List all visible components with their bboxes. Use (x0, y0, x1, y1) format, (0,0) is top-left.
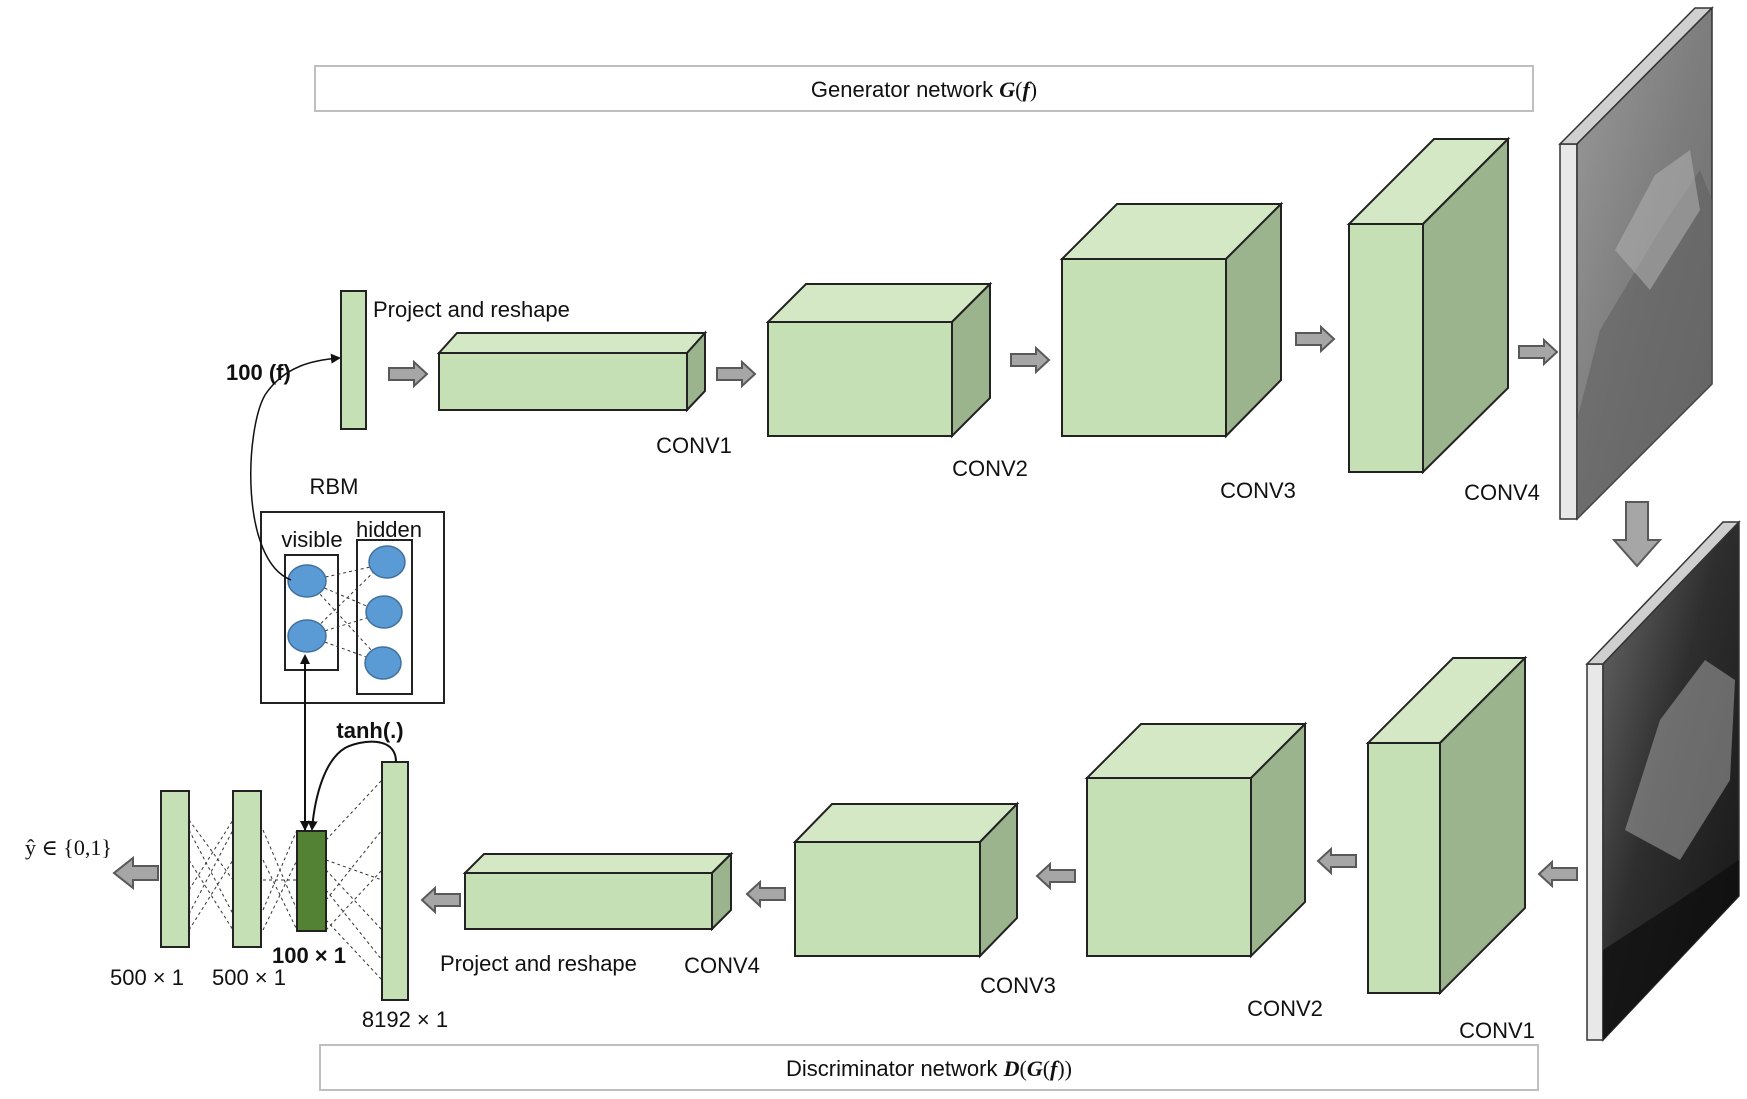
rbm-visible-label: visible (281, 527, 342, 552)
flat-dim-label: 8192 × 1 (362, 1007, 448, 1032)
fc1-layer (160, 790, 190, 948)
tanh-label: tanh(.) (336, 718, 403, 743)
gen-arrow-2 (716, 359, 757, 389)
discriminator-title-box: Discriminator network D(G(f)) (319, 1044, 1539, 1091)
tanh-arrow (307, 740, 397, 831)
disc-conv4-label: CONV4 (684, 953, 760, 978)
disc-arrow-3 (1035, 861, 1076, 891)
disc-arrow-2 (1316, 846, 1357, 876)
disc-conv2-block (1084, 721, 1308, 959)
generator-title: Generator network G(f) (811, 77, 1037, 102)
disc-conv3-block (792, 801, 1020, 959)
rbm-to-generator-arrow (250, 353, 341, 581)
disc-arrow-1 (1537, 859, 1578, 889)
gen-conv2-label: CONV2 (952, 456, 1028, 481)
fc2-dim-label: 500 × 1 (212, 965, 286, 990)
gen-arrow-4 (1295, 324, 1336, 354)
gen-conv1-label: CONV1 (656, 433, 732, 458)
gen-conv3-label: CONV3 (1220, 478, 1296, 503)
generator-title-box: Generator network G(f) (314, 65, 1534, 112)
gen-arrow-3 (1010, 345, 1051, 375)
disc-project-label: Project and reshape (440, 951, 637, 976)
gen-input-label: 100 (f) (226, 360, 291, 385)
gen-input-vector (340, 290, 367, 430)
disc-project-block (462, 851, 734, 932)
gen-project-label: Project and reshape (373, 297, 570, 322)
real-image (1585, 520, 1741, 1042)
rbm-hidden-node-1 (368, 545, 406, 579)
disc-arrow-4 (745, 879, 786, 909)
discriminator-title: Discriminator network D(G(f)) (786, 1056, 1072, 1081)
fc1-dim-label: 500 × 1 (110, 965, 184, 990)
gen-conv1-block (765, 281, 993, 439)
gen-conv2-block (1059, 201, 1284, 439)
fc2-layer (232, 790, 262, 948)
disc-conv1-block (1365, 655, 1528, 996)
rbm-visible-node-2 (287, 619, 327, 653)
down-arrow (1611, 501, 1663, 568)
flat-layer (381, 761, 409, 1001)
fc-connections (188, 779, 383, 981)
gen-conv4-label: CONV4 (1464, 480, 1540, 505)
disc-arrow-5 (420, 885, 461, 915)
gen-conv3-block (1346, 136, 1511, 475)
disc-conv1-label: CONV1 (1459, 1018, 1535, 1043)
gen-arrow-5 (1518, 337, 1559, 367)
gen-arrow-1 (388, 359, 429, 389)
rbm-hidden-label: hidden (356, 517, 422, 542)
rbm-hidden-node-3 (364, 646, 402, 680)
rbm-visible-node-1 (287, 564, 327, 598)
gen-project-block (436, 330, 708, 413)
generated-image (1558, 6, 1714, 521)
feature-layer (296, 830, 327, 932)
rbm-title: RBM (310, 474, 359, 499)
feature-dim-label: 100 × 1 (272, 943, 346, 968)
disc-conv2-label: CONV2 (1247, 996, 1323, 1021)
disc-conv3-label: CONV3 (980, 973, 1056, 998)
output-label: ŷ ∈ {0,1} (25, 835, 112, 860)
output-arrow (112, 855, 159, 891)
rbm-hidden-node-2 (365, 595, 403, 629)
